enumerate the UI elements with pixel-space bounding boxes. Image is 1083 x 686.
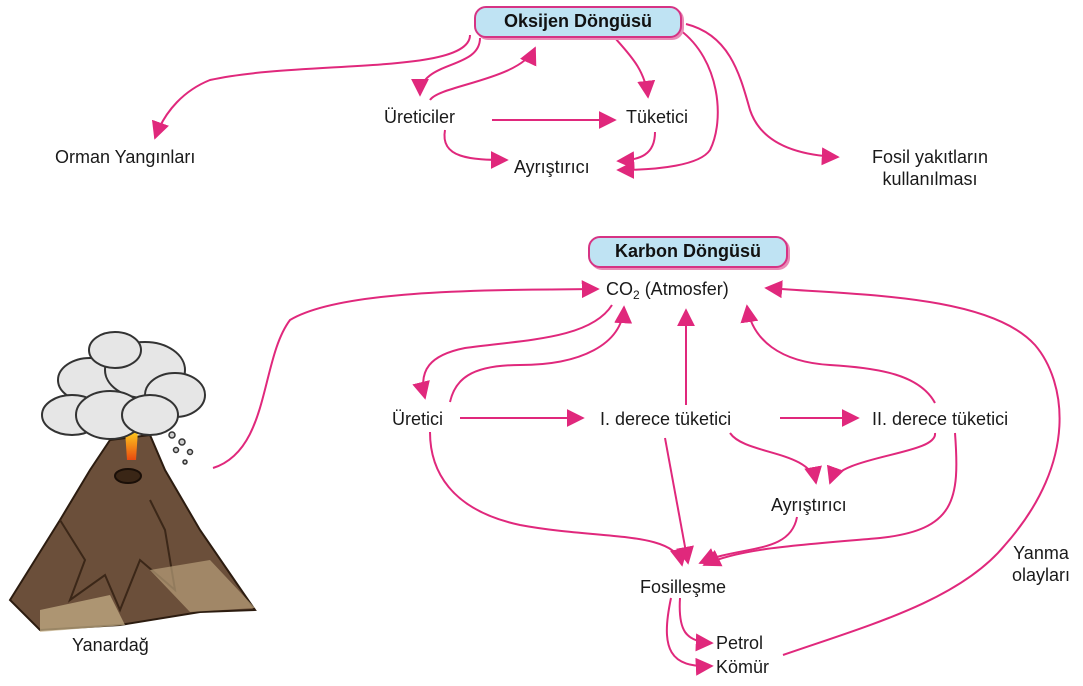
label-primary-consumer: I. derece tüketici [600,409,732,429]
label-decomposer-oxygen: Ayrıştırıcı [514,157,590,177]
arrow-producer-to-co2 [449,305,633,403]
arrow-decomposer-to-fossilization [698,516,798,565]
label-producer: Üretici [392,409,444,429]
label-oil: Petrol [716,633,764,653]
arrow-oxygen-to-forest-fires [151,34,471,140]
label-secondary-consumer: II. derece tüketici [872,409,1009,429]
arrow-secondary-to-co2 [740,304,936,404]
volcano-icon [8,331,257,632]
label-co2-atmosphere: CO2 (Atmosfer) [606,279,729,302]
arrow-producers-to-decomposer [443,129,509,169]
arrow-secondary-to-decomposer [827,432,937,485]
label-decomposer-carbon: Ayrıştırıcı [771,495,847,515]
arrow-fossilization-to-oil [678,597,714,652]
arrow-co2-to-producer [412,304,613,400]
label-volcano: Yanardağ [72,635,149,655]
arrow-combustion-to-co2 [764,280,1061,656]
arrow-oxygen-to-producers [411,37,481,97]
label-producers: Üreticiler [384,107,456,127]
arrow-producers-to-oxygen [429,46,537,101]
arrow-producer-to-fossilization [429,431,688,567]
arrow-secondary-to-fossilization [702,432,958,567]
arrow-fossilization-to-coal [665,597,714,676]
oxygen-cycle-title: Oksijen Döngüsü [474,6,682,38]
label-consumer: Tüketici [626,107,689,127]
arrow-volcano-to-co2 [212,280,600,469]
arrow-primary-to-fossilization [664,437,694,565]
arrow-primary-to-decomposer [729,432,822,485]
label-forest-fires: Orman Yangınları [55,147,196,167]
label-coal: Kömür [716,657,770,677]
label-combustion: Yanma olayları [1011,543,1071,585]
arrow-oxygen-to-consumer [614,37,656,99]
arrow-oxygen-to-fossil-fuels [685,23,840,166]
label-fossilization: Fosilleşme [640,577,727,597]
carbon-cycle-title: Karbon Döngüsü [588,236,788,268]
arrow-oxygen-to-decomposer [616,29,719,179]
arrow-consumer-to-decomposer [616,131,656,170]
label-fossil-fuel-use: Fosil yakıtların kullanılması [871,147,989,189]
